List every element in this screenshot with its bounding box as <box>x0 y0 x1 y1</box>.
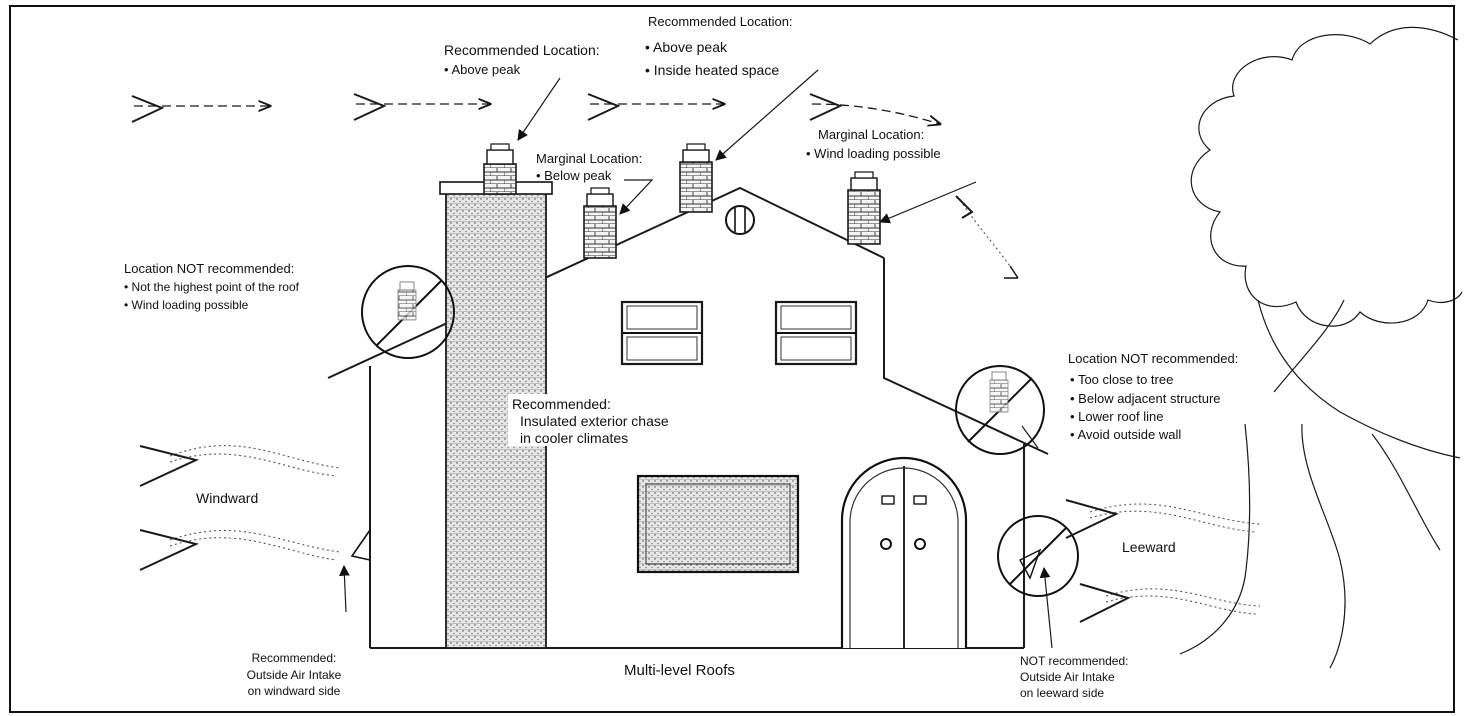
callout-title: Recommended Location: <box>648 14 793 29</box>
chimney-icon <box>583 187 617 259</box>
callout-title: NOT recommended: <box>1020 654 1129 668</box>
callout-intake-not-recommended: NOT recommended: Outside Air Intake on l… <box>1020 654 1129 700</box>
callout-bullet: • Wind loading possible <box>124 298 249 312</box>
upper-window-left <box>620 300 704 366</box>
picture-window <box>636 474 800 574</box>
callout-not-recommended-left: Location NOT recommended: • Not the high… <box>124 261 300 312</box>
callout-line: on windward side <box>248 684 341 698</box>
callout-line: Outside Air Intake <box>247 668 342 682</box>
wind-arrow-icon <box>139 529 341 571</box>
callout-title: Marginal Location: <box>536 151 642 166</box>
callout-title: Recommended: <box>252 651 337 665</box>
wind-arrow-icon <box>1065 499 1261 539</box>
callout-line: Insulated exterior chase <box>520 413 669 429</box>
callout-intake-recommended: Recommended: Outside Air Intake on windw… <box>247 651 342 698</box>
house <box>327 181 1049 649</box>
callout-bullet: • Wind loading possible <box>806 146 941 161</box>
callout-bullet: • Too close to tree <box>1070 372 1173 387</box>
callout-bullet: • Inside heated space <box>645 62 779 78</box>
wind-arrow-icon <box>587 93 724 121</box>
callout-bullet: • Above peak <box>645 39 728 55</box>
callout-bullet: • Not the highest point of the roof <box>124 280 300 294</box>
callout-bullet: • Avoid outside wall <box>1070 427 1181 442</box>
wind-arrow-icon <box>131 95 270 123</box>
windward-label: Windward <box>196 490 258 506</box>
tree-icon <box>1179 26 1463 669</box>
arched-door <box>840 456 968 648</box>
chimney-icon <box>483 143 517 195</box>
callout-title: Location NOT recommended: <box>124 261 294 276</box>
upper-window-right <box>774 300 858 366</box>
wind-arrow-icon <box>1079 583 1261 623</box>
callout-title: Marginal Location: <box>818 127 924 142</box>
wind-arrow-icon <box>955 195 1019 279</box>
wind-arrow-icon <box>139 445 341 487</box>
leeward-label: Leeward <box>1122 539 1176 555</box>
callout-line: in cooler climates <box>520 430 628 446</box>
callout-not-recommended-right: Location NOT recommended: • Too close to… <box>1068 351 1238 442</box>
callout-bullet: • Lower roof line <box>1070 409 1163 424</box>
chimney-icon <box>679 143 713 213</box>
callout-marginal-wind-loading: Marginal Location: • Wind loading possib… <box>806 127 941 161</box>
prohibited-circle-icon <box>997 515 1079 597</box>
callout-title: Recommended: <box>512 396 611 412</box>
chimney-icon <box>847 171 881 245</box>
vent-icon <box>725 205 755 235</box>
callout-title: Location NOT recommended: <box>1068 351 1238 366</box>
diagram-caption: Multi-level Roofs <box>624 662 735 679</box>
callout-insulated-chase: Recommended: Insulated exterior chase in… <box>508 394 669 446</box>
diagram-frame <box>9 5 1455 713</box>
wind-arrow-icon <box>353 93 490 121</box>
callout-bullet: • Below peak <box>536 168 612 183</box>
prohibited-circle-icon <box>361 265 455 359</box>
callout-line: on leeward side <box>1020 686 1104 700</box>
callout-bullet: • Below adjacent structure <box>1070 391 1221 406</box>
callout-recommended-inside-heated: Recommended Location: • Above peak • Ins… <box>645 14 793 78</box>
callout-bullet: • Above peak <box>444 62 521 77</box>
callout-marginal-below-peak: Marginal Location: • Below peak <box>536 151 642 183</box>
intake-hood-icon <box>350 529 371 561</box>
callout-line: Outside Air Intake <box>1020 670 1115 684</box>
prohibited-circle-icon <box>955 365 1045 455</box>
callout-leaders <box>339 69 1053 649</box>
callout-recommended-above-peak: Recommended Location: • Above peak <box>444 42 600 77</box>
callout-title: Recommended Location: <box>444 42 600 58</box>
wind-arrow-icon <box>809 93 940 124</box>
